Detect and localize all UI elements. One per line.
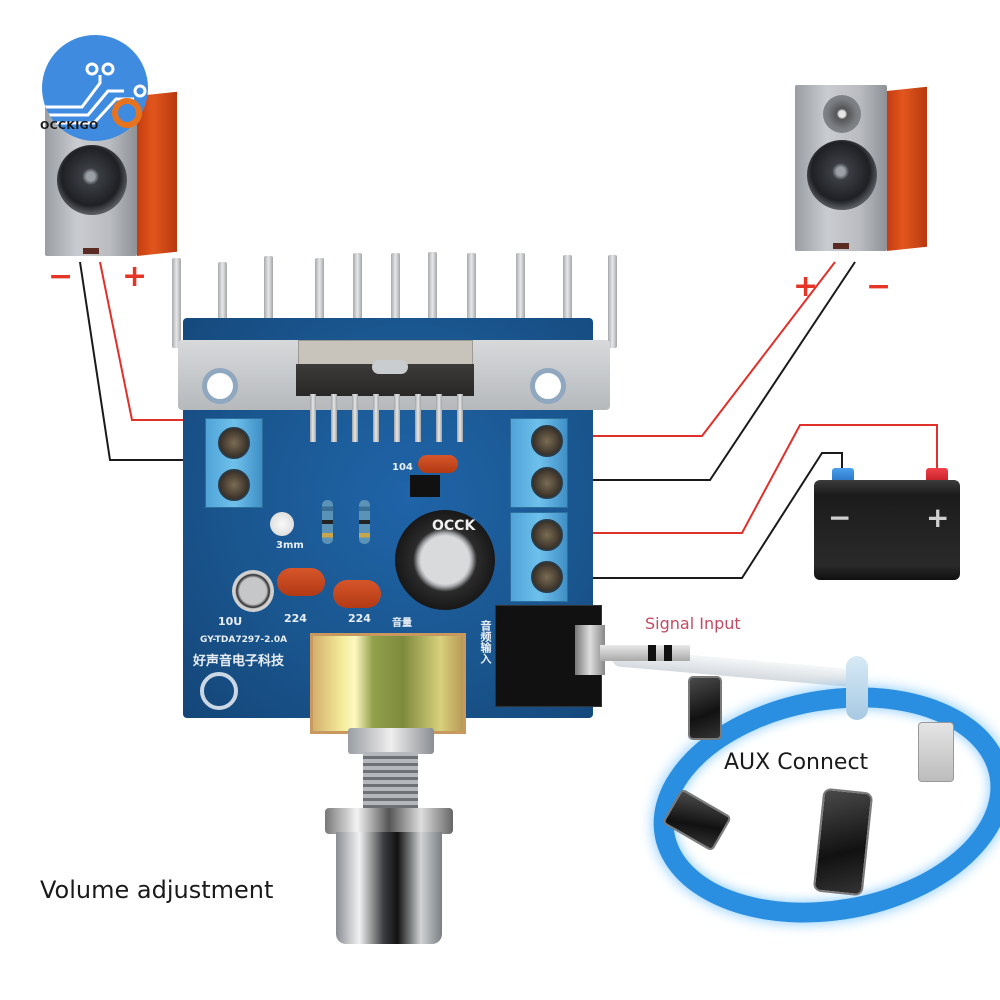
- cap-label-224: 224: [348, 612, 371, 625]
- brand-name: OCCKIGO: [40, 119, 99, 132]
- chip-pin: [436, 394, 442, 442]
- ceramic-capacitor: [333, 580, 381, 608]
- battery: − +: [814, 480, 960, 580]
- right-speaker-positive-label: +: [793, 269, 819, 304]
- ipod-icon: [918, 722, 954, 782]
- gear-icon: [112, 98, 142, 128]
- mounting-hole: [200, 672, 238, 710]
- battery-positive-symbol: +: [926, 501, 950, 534]
- right-speaker: [795, 85, 927, 255]
- left-speaker-terminal-block: [205, 418, 263, 508]
- mounting-hole: [202, 368, 238, 404]
- chip-pin: [310, 394, 316, 442]
- ceramic-capacitor: [277, 568, 325, 596]
- heatsink-fin: [264, 256, 273, 348]
- heatsink-fin: [563, 255, 572, 348]
- volume-adjustment-label: Volume adjustment: [40, 876, 274, 904]
- left-speaker-negative-label: −: [48, 259, 74, 294]
- cap-label-10u: 10U: [218, 615, 243, 628]
- chip-pin: [352, 394, 358, 442]
- led-label: 3mm: [276, 540, 304, 551]
- left-speaker-positive-label: +: [122, 259, 148, 294]
- led: [270, 512, 294, 536]
- heatsink-fin: [608, 255, 617, 348]
- heatsink-fin: [218, 262, 227, 348]
- battery-positive-wire: [547, 424, 938, 534]
- right-speaker-negative-label: −: [866, 269, 892, 304]
- woofer: [807, 140, 877, 210]
- tweeter: [823, 95, 861, 133]
- speaker-front-panel: [795, 85, 887, 251]
- plug-ring: [664, 645, 672, 661]
- battery-negative-wire: [547, 452, 843, 579]
- aux-plug: [600, 645, 690, 661]
- volume-potentiometer: [310, 633, 466, 734]
- signal-input-label: Signal Input: [645, 614, 741, 633]
- volume-board-label: 音量: [392, 618, 412, 629]
- mounting-hole: [530, 368, 566, 404]
- speaker-terminal: [83, 248, 99, 254]
- ecap-label: OCCK: [432, 518, 476, 534]
- heatsink-fin: [353, 253, 362, 348]
- resistor: [322, 500, 333, 544]
- chip-pin: [394, 394, 400, 442]
- heatsink-fin: [172, 258, 181, 348]
- right-speaker-terminal-block: [510, 418, 568, 508]
- board-model-label: GY-TDA7297-2.0A: [200, 635, 288, 645]
- chip-pin: [457, 394, 463, 442]
- chip-pin: [373, 394, 379, 442]
- plug-ring: [648, 645, 656, 661]
- mp3-player-icon: [846, 656, 868, 720]
- smartphone-icon: [688, 676, 722, 740]
- terminal-screw[interactable]: [531, 467, 563, 499]
- potentiometer-nut: [348, 728, 434, 754]
- terminal-screw[interactable]: [531, 519, 563, 551]
- right-speaker-positive-wire: [545, 261, 836, 437]
- volume-knob[interactable]: [336, 832, 442, 944]
- chip-screw: [372, 360, 408, 374]
- cap-label-104: 104: [392, 462, 413, 473]
- terminal-screw[interactable]: [531, 425, 563, 457]
- volume-knob-rim: [325, 808, 453, 834]
- battery-negative-symbol: −: [828, 501, 852, 534]
- woofer: [57, 145, 127, 215]
- resistor: [359, 500, 370, 544]
- chip-pin: [415, 394, 421, 442]
- cap-label-224: 224: [284, 612, 307, 625]
- board-maker-label: 好声音电子科技: [193, 654, 285, 669]
- right-speaker-negative-wire: [548, 261, 856, 481]
- potentiometer-shaft: [363, 752, 418, 812]
- transistor: [410, 475, 440, 497]
- speaker-wood-side: [887, 86, 927, 251]
- heatsink-fin: [315, 258, 324, 348]
- terminal-screw[interactable]: [218, 427, 250, 459]
- electrolytic-capacitor: [395, 510, 495, 610]
- heatsink-fin: [467, 253, 476, 348]
- terminal-screw[interactable]: [531, 561, 563, 593]
- ceramic-capacitor: [418, 455, 458, 473]
- chip-pin: [331, 394, 337, 442]
- aux-connect-label: AUX Connect: [724, 750, 869, 775]
- speaker-terminal: [833, 243, 849, 249]
- power-terminal-block: [510, 512, 568, 602]
- small-capacitor: [232, 570, 274, 612]
- heatsink-fin: [516, 253, 525, 348]
- audio-input-board-label: 音频输入: [479, 620, 492, 664]
- heatsink-fin: [391, 253, 400, 348]
- terminal-screw[interactable]: [218, 469, 250, 501]
- heatsink-fin: [428, 252, 437, 348]
